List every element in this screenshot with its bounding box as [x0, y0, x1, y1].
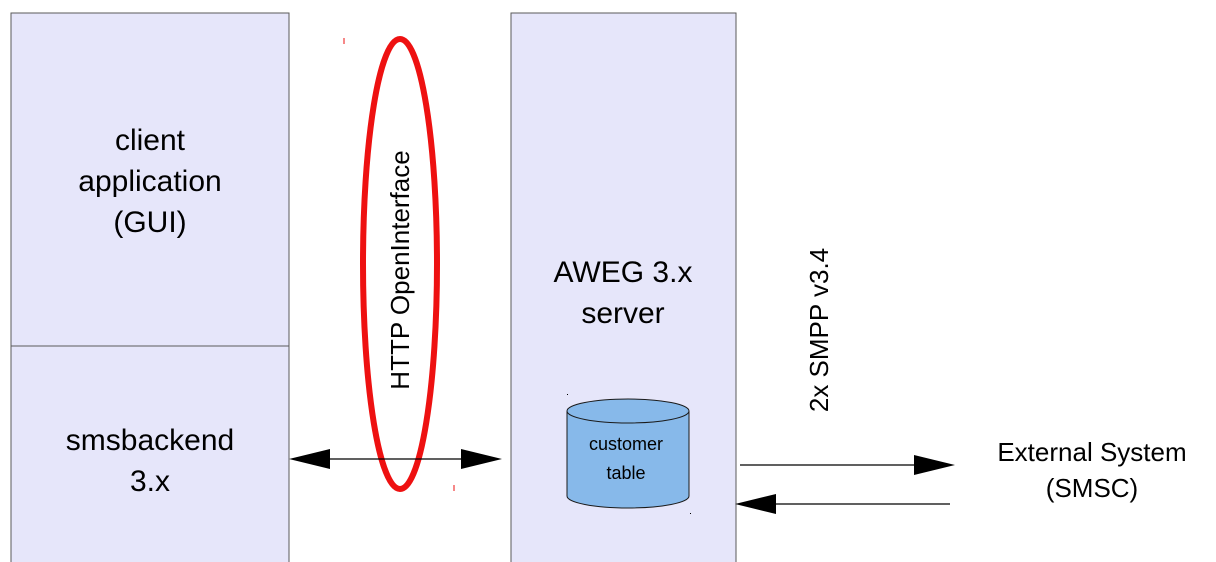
client-application-box: client application (GUI): [10, 12, 290, 347]
customer-table-line1: customer: [589, 434, 663, 454]
smpp-incoming-arrow: [735, 494, 950, 514]
customer-table-line2: table: [606, 463, 645, 483]
dot-mark: [567, 394, 568, 395]
smpp-incoming-head: [735, 494, 776, 514]
client-application-line1: client: [115, 124, 186, 157]
customer-table-cylinder: customer table: [566, 398, 690, 509]
http-interface-highlight-ellipse: [360, 36, 440, 492]
http-arrow-left-head: [289, 449, 330, 469]
cylinder-top: [566, 398, 690, 424]
http-openinterface-label: HTTP OpenInterface: [385, 150, 415, 389]
dot-mark: [690, 513, 691, 514]
client-application-line2: application: [78, 165, 221, 198]
external-system-line2: (SMSC): [1046, 473, 1138, 503]
aweg-server-line1: AWEG 3.x: [554, 256, 693, 289]
smpp-outgoing-arrow: [740, 455, 955, 475]
external-system-line1: External System: [997, 437, 1186, 467]
smsbackend-line2: 3.x: [130, 465, 170, 498]
aweg-server-line2: server: [581, 297, 664, 330]
client-application-rect: [10, 12, 290, 347]
external-system: External System (SMSC): [997, 437, 1186, 503]
cylinder-body: [566, 411, 690, 509]
smsbackend-box: smsbackend 3.x: [10, 345, 290, 562]
smsbackend-line1: smsbackend: [66, 424, 234, 457]
smpp-label: 2x SMPP v3.4: [804, 248, 834, 412]
http-arrow-right-head: [461, 449, 502, 469]
smsbackend-rect: [10, 345, 290, 562]
client-application-line3: (GUI): [113, 206, 186, 239]
smpp-outgoing-head: [914, 455, 955, 475]
http-double-arrow: [289, 449, 502, 469]
